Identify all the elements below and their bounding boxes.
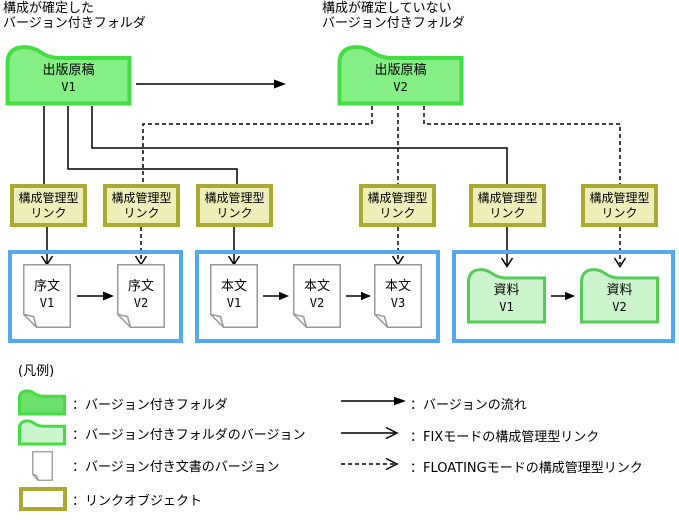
link-object-4: 構成管理型 リンク [359, 184, 436, 227]
doc-body-v1: 本文 V1 [210, 264, 258, 328]
caption-line: 構成が確定していない [322, 1, 452, 16]
doc-version: V2 [309, 296, 325, 310]
link-label-line2: リンク [379, 205, 416, 220]
doc-preface-v2: 序文 V2 [117, 264, 165, 328]
legend-document-version-icon [32, 451, 53, 481]
document-icon [374, 264, 422, 328]
legend-versioned-folder-icon [18, 389, 66, 416]
link-object-1: 構成管理型 リンク [10, 184, 87, 227]
legend-link-object-icon [19, 487, 67, 511]
link-label-line2: リンク [216, 205, 253, 220]
doc-version: V2 [133, 296, 149, 310]
link-label-line2: リンク [489, 205, 526, 220]
legend-version-flow-arrow [341, 396, 406, 406]
document-icon [23, 264, 71, 328]
document-icon [293, 264, 341, 328]
legend-folder-version-icon [18, 419, 66, 446]
link-label-line1: 構成管理型 [367, 190, 428, 205]
folder-name: 資料 [493, 282, 520, 298]
doc-name: 本文 [384, 279, 411, 294]
legend-label-fix-link: ：FIXモードの構成管理型リンク [410, 430, 600, 445]
folder-icon [467, 268, 546, 324]
link-label-line2: リンク [30, 205, 67, 220]
doc-body-v2: 本文 V2 [293, 264, 341, 328]
folder-version: V2 [612, 299, 627, 314]
group-box-preface [8, 250, 183, 343]
link-label-line2: リンク [123, 205, 160, 220]
line-v1-to-link5 [91, 106, 508, 184]
group-box-body [195, 250, 440, 343]
doc-version: V1 [226, 296, 242, 310]
dline-v2-to-link2 [142, 106, 373, 184]
folder-icon [5, 45, 132, 106]
folder-icon [580, 268, 659, 324]
link-label-line1: 構成管理型 [589, 190, 650, 205]
versioned-folder-v1: 出版原稿 V1 [5, 44, 132, 106]
legend-label-document-version: ：バージョン付き文書のバージョン [72, 460, 280, 475]
dline-v2-to-link6 [423, 106, 621, 184]
legend-fix-link-arrow [341, 426, 399, 440]
legend-title: (凡例) [18, 364, 55, 379]
link-label-line2: リンク [601, 205, 638, 220]
doc-body-v3: 本文 V3 [374, 264, 422, 328]
legend-label-link-object: ：リンクオブジェクト [72, 494, 203, 509]
caption-line: 構成が確定した [3, 1, 95, 16]
legend-label-version-flow: ：バージョンの流れ [410, 398, 527, 413]
doc-name: 本文 [220, 279, 247, 294]
doc-name: 序文 [33, 279, 60, 294]
group-box-material [452, 250, 675, 343]
legend-label-versioned-folder: ：バージョン付きフォルダ [72, 398, 228, 413]
line-v1-to-link3 [67, 106, 238, 184]
folder-name: 出版原稿 [374, 63, 427, 78]
doc-preface-v1: 序文 V1 [23, 264, 71, 328]
link-object-3: 構成管理型 リンク [196, 184, 273, 227]
link-label-line1: 構成管理型 [204, 190, 265, 205]
document-icon [117, 264, 165, 328]
unfixed-config-caption: 構成が確定していない バージョン付きフォルダ [322, 1, 465, 31]
doc-name: 本文 [303, 279, 330, 294]
legend-floating-link-arrow [341, 457, 399, 471]
material-folder-v1: 資料 V1 [467, 267, 546, 324]
doc-version: V1 [39, 296, 55, 310]
folder-name: 資料 [606, 282, 633, 298]
link-object-6: 構成管理型 リンク [581, 184, 658, 227]
doc-name: 序文 [127, 279, 154, 294]
folder-version: V1 [499, 299, 514, 314]
folder-name: 出版原稿 [42, 63, 95, 78]
versioned-folder-v2: 出版原稿 V2 [337, 44, 464, 106]
material-folder-v2: 資料 V2 [580, 267, 659, 324]
caption-line: バージョン付きフォルダ [322, 16, 465, 31]
legend-label-floating-link: ：FLOATINGモードの構成管理型リンク [410, 461, 643, 476]
caption-line: バージョン付きフォルダ [3, 16, 146, 31]
legend-label-folder-version: ：バージョン付きフォルダのバージョン [72, 428, 306, 443]
fixed-config-caption: 構成が確定した バージョン付きフォルダ [3, 1, 146, 31]
link-object-2: 構成管理型 リンク [103, 184, 180, 227]
document-icon [210, 264, 258, 328]
folder-version: V1 [61, 80, 76, 94]
link-label-line1: 構成管理型 [18, 190, 79, 205]
folder-version: V2 [393, 80, 408, 94]
link-label-line1: 構成管理型 [477, 190, 538, 205]
arrowhead-v1-v2 [274, 79, 286, 89]
doc-version: V3 [390, 296, 406, 310]
link-label-line1: 構成管理型 [111, 190, 172, 205]
folder-icon [337, 45, 464, 106]
link-object-5: 構成管理型 リンク [469, 184, 546, 227]
